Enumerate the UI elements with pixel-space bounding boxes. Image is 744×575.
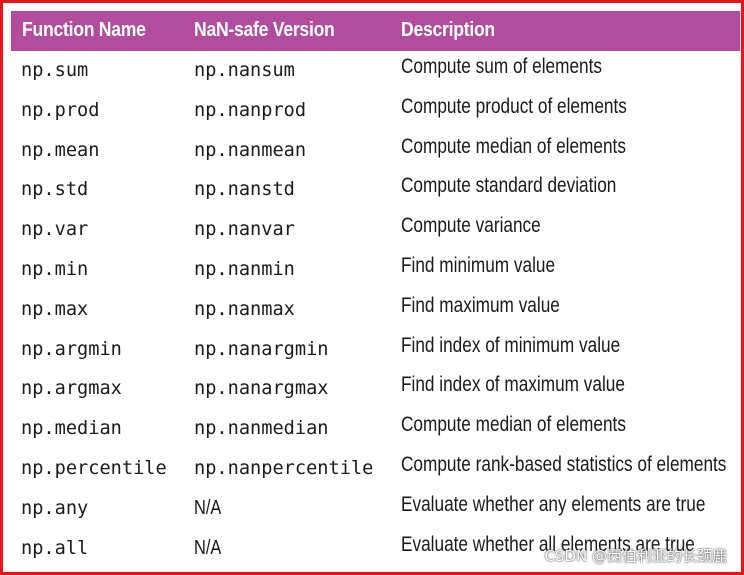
- table-header: Function Name NaN-safe Version Descripti…: [11, 11, 740, 51]
- function-name-cell: np.argmax: [21, 377, 122, 400]
- function-name-cell: np.var: [21, 218, 89, 241]
- header-description: Description: [401, 19, 495, 41]
- nan-safe-version-cell: np.nanprod: [194, 98, 307, 121]
- watermark: CSDN @西伯利亚的长颈鹿: [544, 547, 727, 565]
- description-cell: Compute standard deviation: [401, 174, 617, 198]
- function-name-cell: np.sum: [21, 59, 89, 81]
- table-row: np.percentile np.nanpercentile Compute ran…: [11, 449, 740, 489]
- nan-safe-version-cell: np.nanargmax: [194, 377, 329, 400]
- table-row: np.prod np.nanprod Compute product of elem…: [11, 91, 740, 131]
- function-name-cell: np.max: [21, 297, 89, 320]
- function-name-cell: np.median: [21, 417, 122, 440]
- table-row: np.argmax np.nanargmax Find index of maxim…: [11, 369, 740, 409]
- table-row: np.min np.nanmin Find minimum value: [11, 250, 740, 290]
- table-row: np.std np.nanstd Compute standard deviatio…: [11, 170, 740, 210]
- function-name-cell: np.all: [21, 536, 89, 559]
- nan-safe-version-cell: np.nanmean: [194, 138, 307, 161]
- table-row: np.median np.nanmedian Compute median of e…: [11, 409, 740, 449]
- numpy-nan-functions-table: Function Name NaN-safe Version Descripti…: [11, 11, 740, 568]
- nan-safe-version-cell: np.nanmin: [194, 257, 295, 280]
- nan-safe-version-cell: np.nanpercentile: [194, 456, 374, 479]
- nan-safe-version-cell: N/A: [194, 496, 222, 519]
- function-name-cell: np.percentile: [21, 456, 167, 479]
- table-row: np.max np.nanmax Find maximum value: [11, 290, 740, 330]
- function-name-cell: np.std: [21, 178, 89, 201]
- description-cell: Compute rank-based statistics of element…: [401, 452, 727, 476]
- table-row: np.any N/A Evaluate whether any elements a…: [11, 489, 740, 529]
- description-cell: Compute variance: [401, 214, 541, 238]
- table-row: np.var np.nanvar Compute variance: [11, 210, 740, 250]
- nan-safe-version-cell: np.nansum: [194, 59, 295, 81]
- description-cell: Find index of minimum value: [401, 333, 621, 357]
- description-cell: Compute product of elements: [401, 94, 627, 118]
- description-cell: Find minimum value: [401, 253, 556, 277]
- header-nan-safe-version: NaN-safe Version: [194, 19, 335, 41]
- table-row: np.argmin np.nanargmin Find index of minim…: [11, 330, 740, 370]
- nan-safe-version-cell: np.nanvar: [194, 218, 295, 241]
- description-cell: Evaluate whether any elements are true: [401, 492, 706, 516]
- function-name-cell: np.mean: [21, 138, 100, 161]
- function-name-cell: np.any: [21, 496, 89, 519]
- description-cell: Evaluate whether all elements are true: [401, 532, 695, 556]
- nan-safe-version-cell: N/A: [194, 536, 222, 559]
- table-row: np.all N/A Evaluate whether all elements a…: [11, 529, 740, 569]
- nan-safe-version-cell: np.nanargmin: [194, 337, 329, 360]
- function-name-cell: np.min: [21, 257, 89, 280]
- description-cell: Compute sum of elements: [401, 55, 602, 78]
- function-name-cell: np.argmin: [21, 337, 122, 360]
- description-cell: Compute median of elements: [401, 413, 626, 437]
- nan-safe-version-cell: np.nanstd: [194, 178, 295, 201]
- description-cell: Compute median of elements: [401, 134, 626, 158]
- nan-safe-version-cell: np.nanmax: [194, 297, 295, 320]
- table-row: np.sum np.nansum Compute sum of elements: [11, 51, 740, 91]
- function-name-cell: np.prod: [21, 98, 100, 121]
- nan-safe-version-cell: np.nanmedian: [194, 417, 329, 440]
- table-row: np.mean np.nanmean Compute median of eleme…: [11, 131, 740, 171]
- header-function-name: Function Name: [22, 19, 146, 41]
- description-cell: Find index of maximum value: [401, 373, 625, 397]
- description-cell: Find maximum value: [401, 293, 560, 317]
